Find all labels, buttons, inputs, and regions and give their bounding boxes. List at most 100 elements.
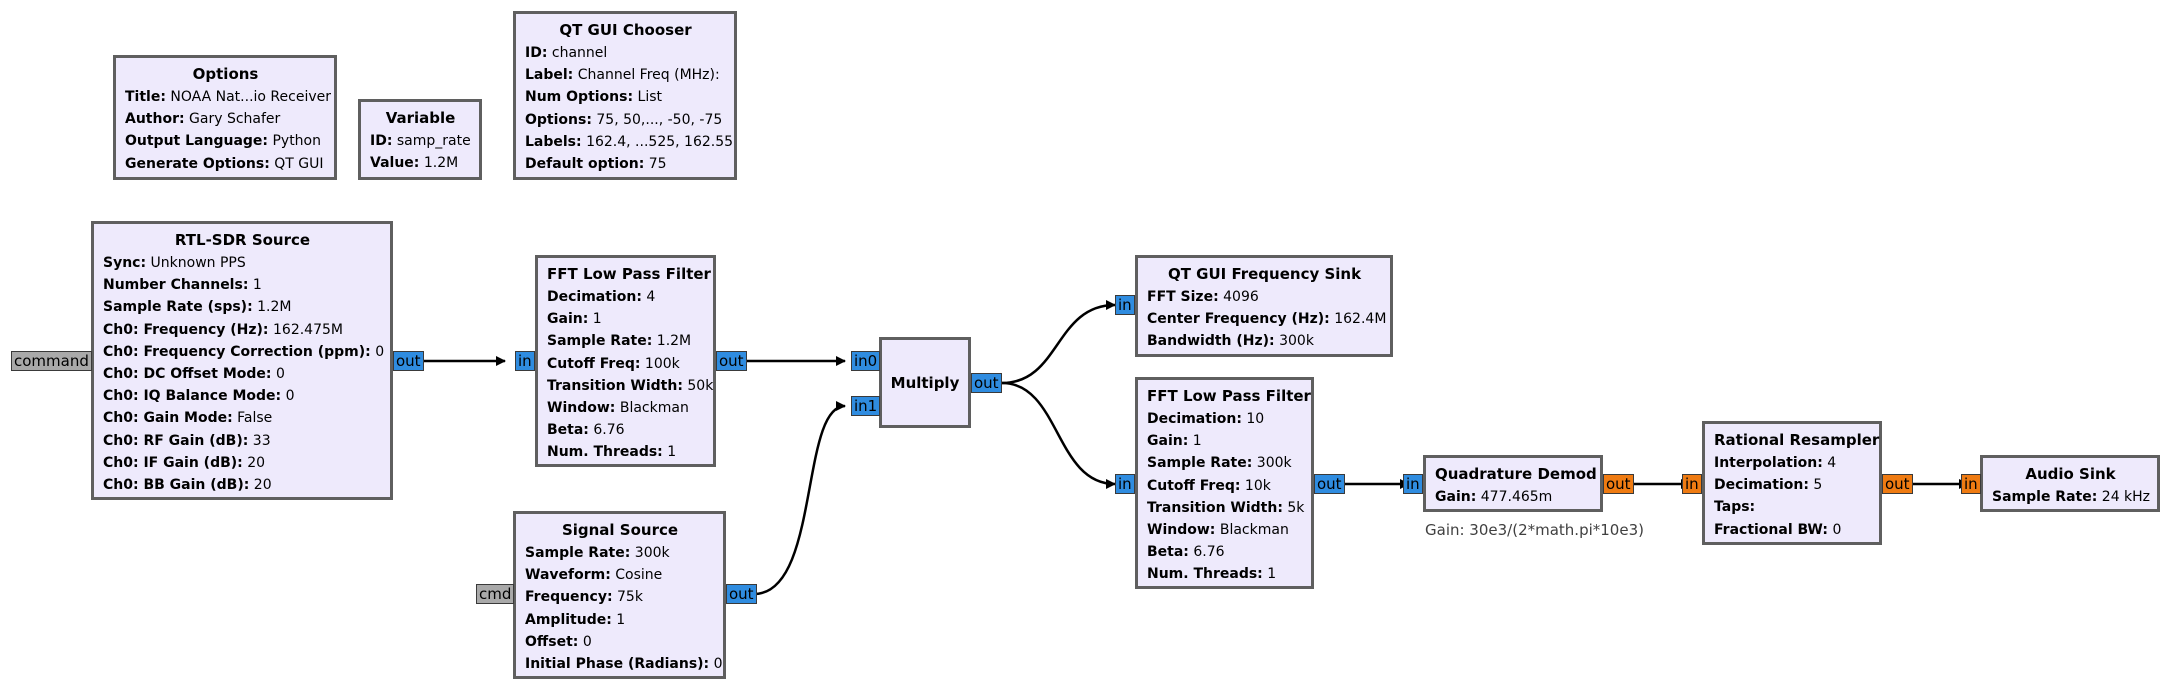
lpf2-in-port[interactable]: in bbox=[1115, 474, 1135, 494]
param-value: 4 bbox=[1827, 455, 1837, 471]
param-key: Bandwidth (Hz): bbox=[1147, 333, 1275, 350]
param-row: Sample Rate: 1.2M bbox=[547, 330, 705, 352]
param-row: Output Language: Python bbox=[125, 130, 326, 152]
cmd-port[interactable]: cmd bbox=[476, 584, 515, 604]
param-row: Decimation: 4 bbox=[547, 286, 705, 308]
param-key: Value: bbox=[370, 155, 420, 172]
param-row: Offset: 0 bbox=[525, 631, 715, 653]
param-key: Author: bbox=[125, 111, 185, 128]
param-value: 1 bbox=[667, 444, 677, 461]
param-row: Labels: 162.4, ...525, 162.55 bbox=[525, 131, 733, 153]
block-title: Rational Resampler bbox=[1714, 431, 1880, 449]
param-value: Cosine bbox=[615, 567, 663, 584]
param-row: Author: Gary Schafer bbox=[125, 108, 326, 130]
resampler-out-port[interactable]: out bbox=[1882, 474, 1913, 494]
param-row: Amplitude: 1 bbox=[525, 609, 715, 631]
lpf2-out-port[interactable]: out bbox=[1314, 474, 1345, 494]
param-key: Ch0: Frequency (Hz): bbox=[103, 321, 269, 338]
audio-sink-block[interactable]: Audio Sink Sample Rate: 24 kHz bbox=[1980, 455, 2160, 512]
param-key: Interpolation: bbox=[1714, 455, 1823, 471]
param-value: 75k bbox=[617, 589, 643, 606]
param-value: 4096 bbox=[1223, 289, 1259, 305]
block-title: Quadrature Demod bbox=[1435, 465, 1597, 483]
param-row: Generate Options: QT GUI bbox=[125, 153, 326, 175]
param-key: Ch0: DC Offset Mode: bbox=[103, 366, 272, 383]
param-row: Ch0: Frequency (Hz): 162.475M bbox=[103, 319, 382, 341]
param-row: Waveform: Cosine bbox=[525, 564, 715, 586]
param-value: Blackman bbox=[619, 400, 689, 417]
param-row: Options: 75, 50,..., -50, -75 bbox=[525, 109, 726, 131]
quadrature-demod-block[interactable]: Quadrature Demod Gain: 477.465m bbox=[1423, 455, 1603, 512]
resampler-in-port[interactable]: in bbox=[1682, 474, 1702, 494]
quad-demod-in-port[interactable]: in bbox=[1403, 474, 1423, 494]
param-value: 300k bbox=[634, 545, 670, 561]
param-value: 10k bbox=[1244, 477, 1271, 494]
param-key: Ch0: Gain Mode: bbox=[103, 410, 233, 427]
param-key: Number Channels: bbox=[103, 277, 249, 294]
param-row: Beta: 6.76 bbox=[1147, 541, 1303, 563]
param-value: 1 bbox=[1267, 566, 1277, 583]
multiply-in1-port[interactable]: in1 bbox=[851, 396, 881, 416]
param-row: Transition Width: 50k bbox=[547, 375, 713, 397]
multiply-out-port[interactable]: out bbox=[971, 373, 1002, 393]
quad-gain-expression: Gain: 30e3/(2*math.pi*10e3) bbox=[1425, 521, 1644, 539]
param-value: 0 bbox=[582, 633, 592, 650]
param-value: 162.4, ...525, 162.55 bbox=[586, 133, 734, 150]
multiply-in0-port[interactable]: in0 bbox=[851, 351, 881, 371]
param-key: Options: bbox=[525, 111, 592, 128]
param-row: Label: Channel Freq (MHz): bbox=[525, 64, 726, 86]
param-value: 6.76 bbox=[593, 422, 625, 439]
param-key: Sync: bbox=[103, 255, 147, 271]
freq-sink-in-port[interactable]: in bbox=[1115, 295, 1135, 315]
lpf1-in-port[interactable]: in bbox=[515, 351, 535, 371]
param-row: Num. Threads: 1 bbox=[547, 441, 705, 463]
multiply-block[interactable]: Multiply bbox=[879, 337, 971, 428]
quad-demod-out-port[interactable]: out bbox=[1603, 474, 1634, 494]
param-key: Taps: bbox=[1714, 499, 1756, 516]
param-key: Cutoff Freq: bbox=[547, 355, 641, 372]
param-key: Cutoff Freq: bbox=[1147, 477, 1241, 494]
param-value: 0 bbox=[713, 656, 723, 673]
param-row: Number Channels: 1 bbox=[103, 274, 382, 296]
signal-source-out-port[interactable]: out bbox=[726, 584, 757, 604]
param-key: ID: bbox=[525, 45, 548, 61]
param-row: Value: 1.2M bbox=[370, 152, 471, 174]
audio-sink-in-port[interactable]: in bbox=[1961, 474, 1981, 494]
param-value: 0 bbox=[275, 366, 285, 383]
param-value: 50k bbox=[687, 377, 714, 394]
param-row: Ch0: DC Offset Mode: 0 bbox=[103, 363, 382, 385]
lpf1-out-port[interactable]: out bbox=[716, 351, 747, 371]
param-value: channel bbox=[551, 45, 608, 61]
block-title: Multiply bbox=[890, 373, 960, 392]
param-row: Ch0: IQ Balance Mode: 0 bbox=[103, 385, 382, 407]
param-key: Center Frequency (Hz): bbox=[1147, 311, 1330, 328]
block-title: Audio Sink bbox=[2025, 465, 2116, 483]
param-key: Sample Rate: bbox=[547, 333, 653, 350]
param-row: Initial Phase (Radians): 0 bbox=[525, 653, 723, 675]
param-row: Center Frequency (Hz): 162.4M bbox=[1147, 308, 1386, 330]
param-key: Num. Threads: bbox=[1147, 566, 1263, 583]
param-value: 1 bbox=[616, 611, 626, 628]
command-port[interactable]: command bbox=[11, 351, 92, 371]
rtl-sdr-out-port[interactable]: out bbox=[393, 351, 424, 371]
param-value: Blackman bbox=[1219, 522, 1289, 539]
param-key: Gain: bbox=[1435, 489, 1477, 505]
block-title: QT GUI Frequency Sink bbox=[1167, 265, 1362, 283]
param-row: Ch0: BB Gain (dB): 20 bbox=[103, 474, 382, 496]
param-key: Decimation: bbox=[547, 289, 642, 305]
param-row: Window: Blackman bbox=[1147, 519, 1303, 541]
param-value: 162.475M bbox=[273, 321, 343, 338]
param-value: False bbox=[237, 410, 273, 427]
param-value: 477.465m bbox=[1480, 489, 1553, 505]
param-key: Ch0: RF Gain (dB): bbox=[103, 432, 249, 449]
